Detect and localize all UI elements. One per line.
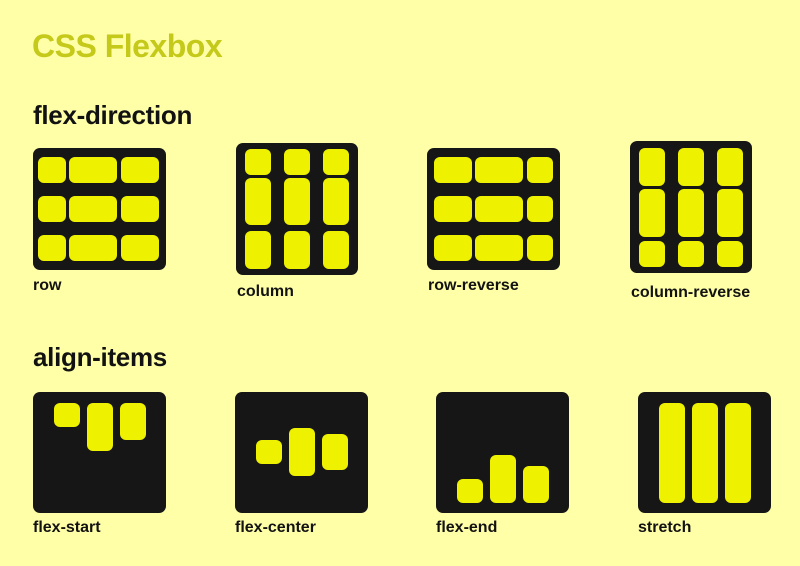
flex-item [475,235,523,261]
flex-item [523,466,549,503]
flex-item [69,196,117,222]
flex-item [475,196,523,222]
flex-item [717,148,743,186]
flex-item [457,479,483,503]
flex-item [692,403,718,503]
flex-item [434,235,472,261]
flex-item [527,235,553,261]
flex-item [284,178,310,225]
flex-item [322,434,348,470]
flex-item [639,148,665,186]
flex-item [256,440,282,464]
flex-item [120,403,146,440]
flex-item [717,189,743,237]
flex-item [323,178,349,225]
label-row-reverse: row-reverse [428,277,519,294]
align-items-flex-end-card [436,392,569,513]
flex-item [87,403,113,451]
flex-item [434,196,472,222]
flex-item [659,403,685,503]
flex-item [121,157,159,183]
flex-direction-column-card [236,143,358,275]
flex-item [639,241,665,267]
label-stretch: stretch [638,519,692,536]
flex-item [490,455,516,503]
flex-item [38,235,66,261]
flex-item [245,231,271,269]
flex-item [725,403,751,503]
flex-item [245,178,271,225]
flex-item [245,149,271,175]
flex-item [284,231,310,269]
flex-item [678,148,704,186]
flex-item [323,149,349,175]
flex-item [475,157,523,183]
flex-direction-column-reverse-card [630,141,752,273]
flex-item [323,231,349,269]
flex-item [434,157,472,183]
label-flex-start: flex-start [33,519,101,536]
align-items-flex-start-card [33,392,166,513]
label-row: row [33,277,62,294]
flex-item [121,196,159,222]
align-items-flex-center-card [235,392,368,513]
flex-item [678,189,704,237]
flex-item [121,235,159,261]
flex-direction-row-card [33,148,166,270]
flex-item [38,196,66,222]
flex-item [678,241,704,267]
flex-item [69,157,117,183]
align-items-stretch-card [638,392,771,513]
flex-item [527,157,553,183]
label-flex-end: flex-end [436,519,498,536]
flex-item [284,149,310,175]
flex-item [289,428,315,476]
flex-item [69,235,117,261]
label-column: column [237,283,294,300]
section-heading-align-items: align-items [33,342,167,372]
label-column-reverse: column-reverse [631,284,751,301]
flex-item [639,189,665,237]
flex-item [54,403,80,427]
label-flex-center: flex-center [235,519,316,536]
flex-item [527,196,553,222]
page-title: CSS Flexbox [32,28,223,64]
flex-item [38,157,66,183]
flex-item [717,241,743,267]
flex-direction-row-reverse-card [427,148,560,270]
section-heading-flex-direction: flex-direction [33,100,193,130]
